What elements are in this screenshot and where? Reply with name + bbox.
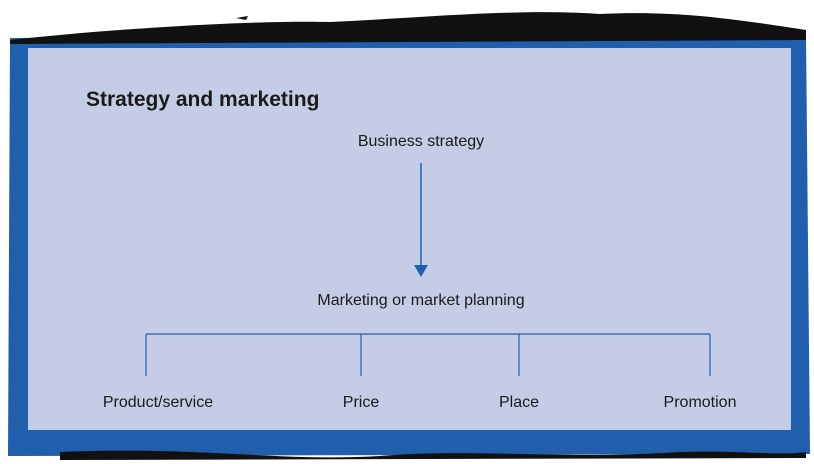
frame-speck: [612, 18, 640, 22]
leaf-price: Price: [342, 394, 380, 411]
leaf-place: Place: [498, 394, 540, 411]
leaf-product-service: Product/service: [102, 394, 214, 411]
arrow-head: [414, 265, 428, 277]
diagram-panel: [28, 48, 791, 430]
frame-speck: [236, 16, 248, 20]
node-business-strategy: Business strategy: [357, 133, 485, 150]
diagram-title: Strategy and marketing: [86, 88, 320, 111]
node-marketing-planning: Marketing or market planning: [317, 292, 525, 309]
frame-top-brush: [10, 12, 806, 44]
leaf-promotion: Promotion: [663, 394, 737, 411]
frame-bottom-brush: [60, 450, 806, 460]
